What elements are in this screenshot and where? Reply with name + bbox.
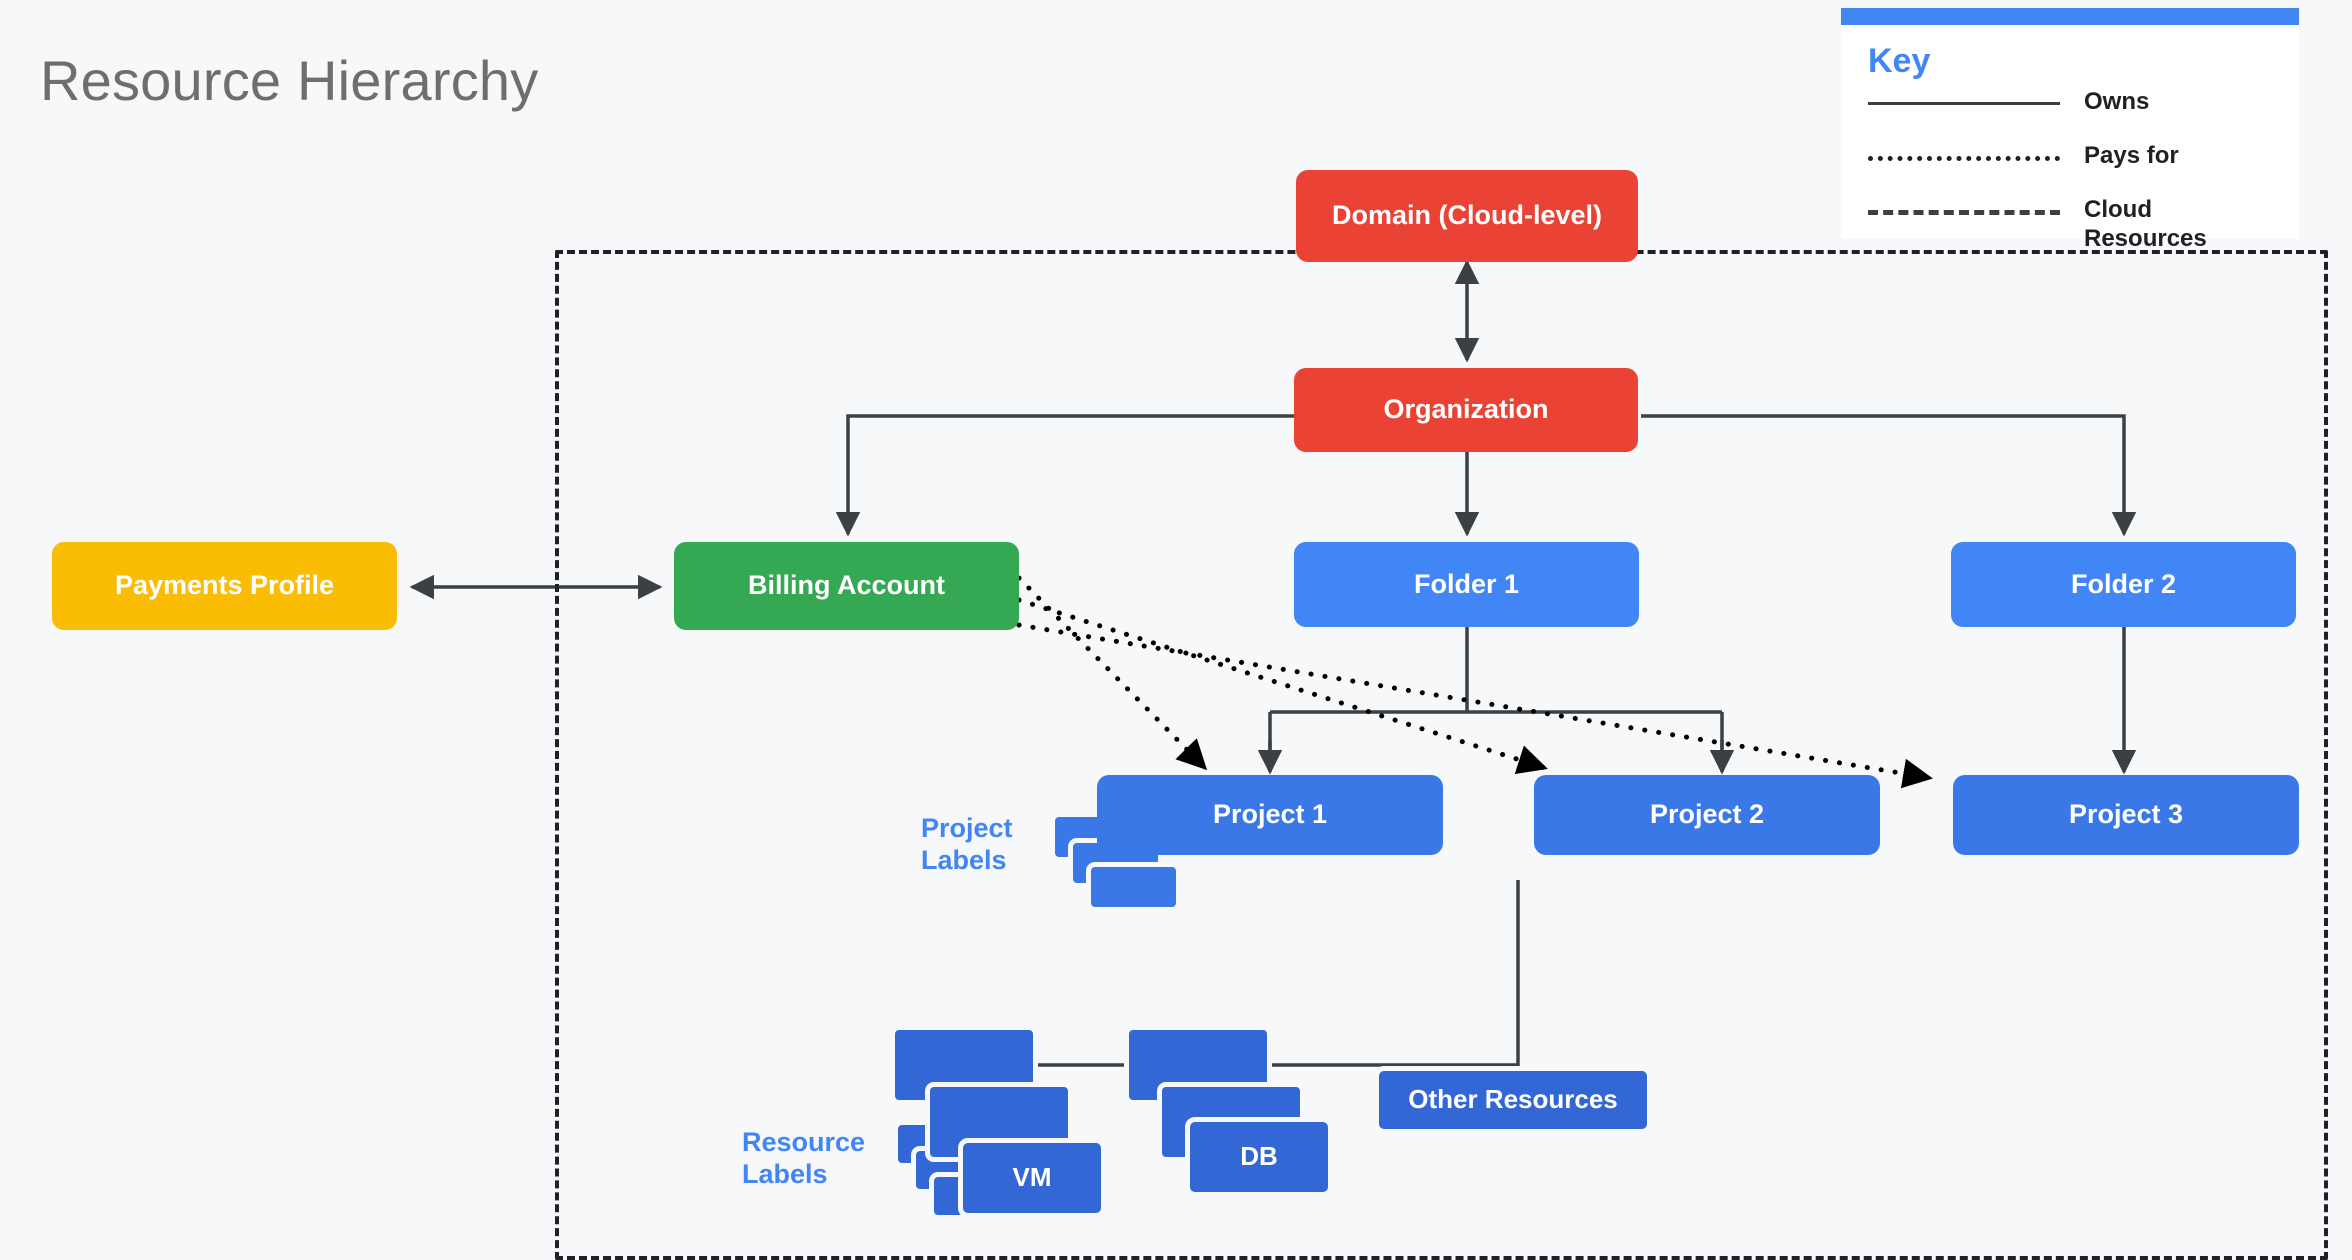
node-project-1[interactable]: Project 1 bbox=[1097, 775, 1443, 855]
node-payments-profile-label: Payments Profile bbox=[114, 570, 335, 601]
node-project-2[interactable]: Project 2 bbox=[1534, 775, 1880, 855]
key-row-owns: Owns bbox=[1841, 80, 2299, 134]
node-project-3-label: Project 3 bbox=[2068, 799, 2184, 830]
node-project-1-label: Project 1 bbox=[1212, 799, 1328, 830]
node-domain[interactable]: Domain (Cloud-level) bbox=[1296, 170, 1638, 262]
key-line-solid-icon bbox=[1868, 80, 2060, 134]
key-line-dashed-icon bbox=[1868, 188, 2060, 242]
key-line-dotted-icon bbox=[1868, 134, 2060, 188]
key-row-pays-for: Pays for bbox=[1841, 134, 2299, 188]
resource-labels-caption: Resource Labels bbox=[742, 1127, 866, 1189]
diagram-canvas: Resource Hierarchy bbox=[40, 8, 2328, 1260]
node-vm-label: VM bbox=[1012, 1162, 1052, 1193]
key-rows: Owns Pays for Cloud Resources bbox=[1841, 80, 2299, 252]
node-organization[interactable]: Organization bbox=[1294, 368, 1638, 452]
node-folder-2-label: Folder 2 bbox=[2070, 568, 2177, 599]
key-title: Key bbox=[1868, 42, 1931, 80]
key-row-cloud-resources: Cloud Resources bbox=[1841, 188, 2299, 252]
node-project-2-label: Project 2 bbox=[1649, 799, 1765, 830]
node-other-resources-label: Other Resources bbox=[1408, 1084, 1618, 1115]
node-billing-account-label: Billing Account bbox=[748, 570, 945, 601]
key-label-cloud-resources: Cloud Resources bbox=[2084, 196, 2207, 252]
key-label-owns: Owns bbox=[2084, 88, 2150, 115]
node-folder-1-label: Folder 1 bbox=[1413, 568, 1520, 599]
node-payments-profile[interactable]: Payments Profile bbox=[52, 542, 397, 630]
page-title: Resource Hierarchy bbox=[40, 49, 539, 112]
node-db-label: DB bbox=[1240, 1141, 1278, 1172]
node-domain-label: Domain (Cloud-level) bbox=[1331, 200, 1602, 231]
node-vm[interactable]: VM bbox=[958, 1138, 1106, 1218]
node-billing-account[interactable]: Billing Account bbox=[674, 542, 1019, 630]
node-other-resources[interactable]: Other Resources bbox=[1374, 1066, 1652, 1134]
node-project-3[interactable]: Project 3 bbox=[1953, 775, 2299, 855]
project-label-card-3 bbox=[1086, 862, 1181, 912]
key-panel-accent-bar bbox=[1841, 8, 2299, 25]
node-organization-label: Organization bbox=[1383, 394, 1549, 425]
key-label-pays-for: Pays for bbox=[2084, 142, 2179, 169]
project-labels-caption: Project Labels bbox=[921, 813, 1013, 875]
node-folder-2[interactable]: Folder 2 bbox=[1951, 542, 2296, 627]
key-panel: Key Owns Pays for Cloud Resources bbox=[1841, 8, 2299, 252]
node-folder-1[interactable]: Folder 1 bbox=[1294, 542, 1639, 627]
node-db[interactable]: DB bbox=[1185, 1117, 1333, 1197]
